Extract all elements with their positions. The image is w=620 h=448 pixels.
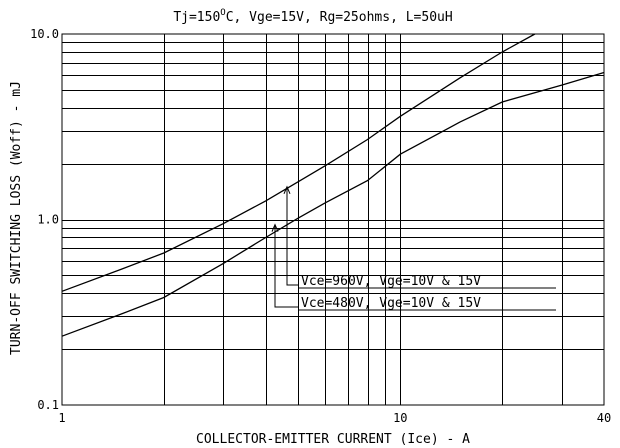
annotation-leader-2 xyxy=(274,225,299,308)
y-tick-label: 0.1 xyxy=(37,398,59,412)
chart-title: Tj=150OC, Vge=15V, Rg=25ohms, L=50uH xyxy=(173,8,452,25)
x-tick-label: 10 xyxy=(393,411,407,425)
annotation-label-2: Vce=480V, Vge=10V & 15V xyxy=(301,296,481,311)
title-superscript: O xyxy=(220,8,225,18)
plot-area-border xyxy=(61,33,605,406)
y-tick-label: 10.0 xyxy=(30,27,59,41)
series-curves xyxy=(61,33,605,337)
y-tick-label: 1.0 xyxy=(37,213,59,227)
title-suffix: C, Vge=15V, Rg=25ohms, L=50uH xyxy=(226,10,453,25)
annotations: Vce=960V, Vge=10V & 15V Vce=480V, Vge=10V… xyxy=(271,185,556,311)
series-curve-1 xyxy=(61,33,536,292)
y-axis-label: TURN-OFF SWITCHING LOSS (Woff) - mJ xyxy=(9,81,24,355)
x-tick-label: 40 xyxy=(597,411,611,425)
tick-labels: 1 10 40 0.1 1.0 10.0 xyxy=(30,27,611,425)
annotation-arrowhead-1 xyxy=(283,185,291,194)
x-tick-label: 1 xyxy=(58,411,65,425)
annotation-arrowhead-2 xyxy=(271,223,279,232)
series-curve-2 xyxy=(61,71,605,337)
title-prefix: Tj=150 xyxy=(173,10,220,25)
x-axis-label: COLLECTOR-EMITTER CURRENT (Ice) - A xyxy=(196,432,470,447)
grid xyxy=(62,34,604,405)
annotation-label-1: Vce=960V, Vge=10V & 15V xyxy=(301,274,481,289)
annotation-leader-1 xyxy=(286,187,299,286)
